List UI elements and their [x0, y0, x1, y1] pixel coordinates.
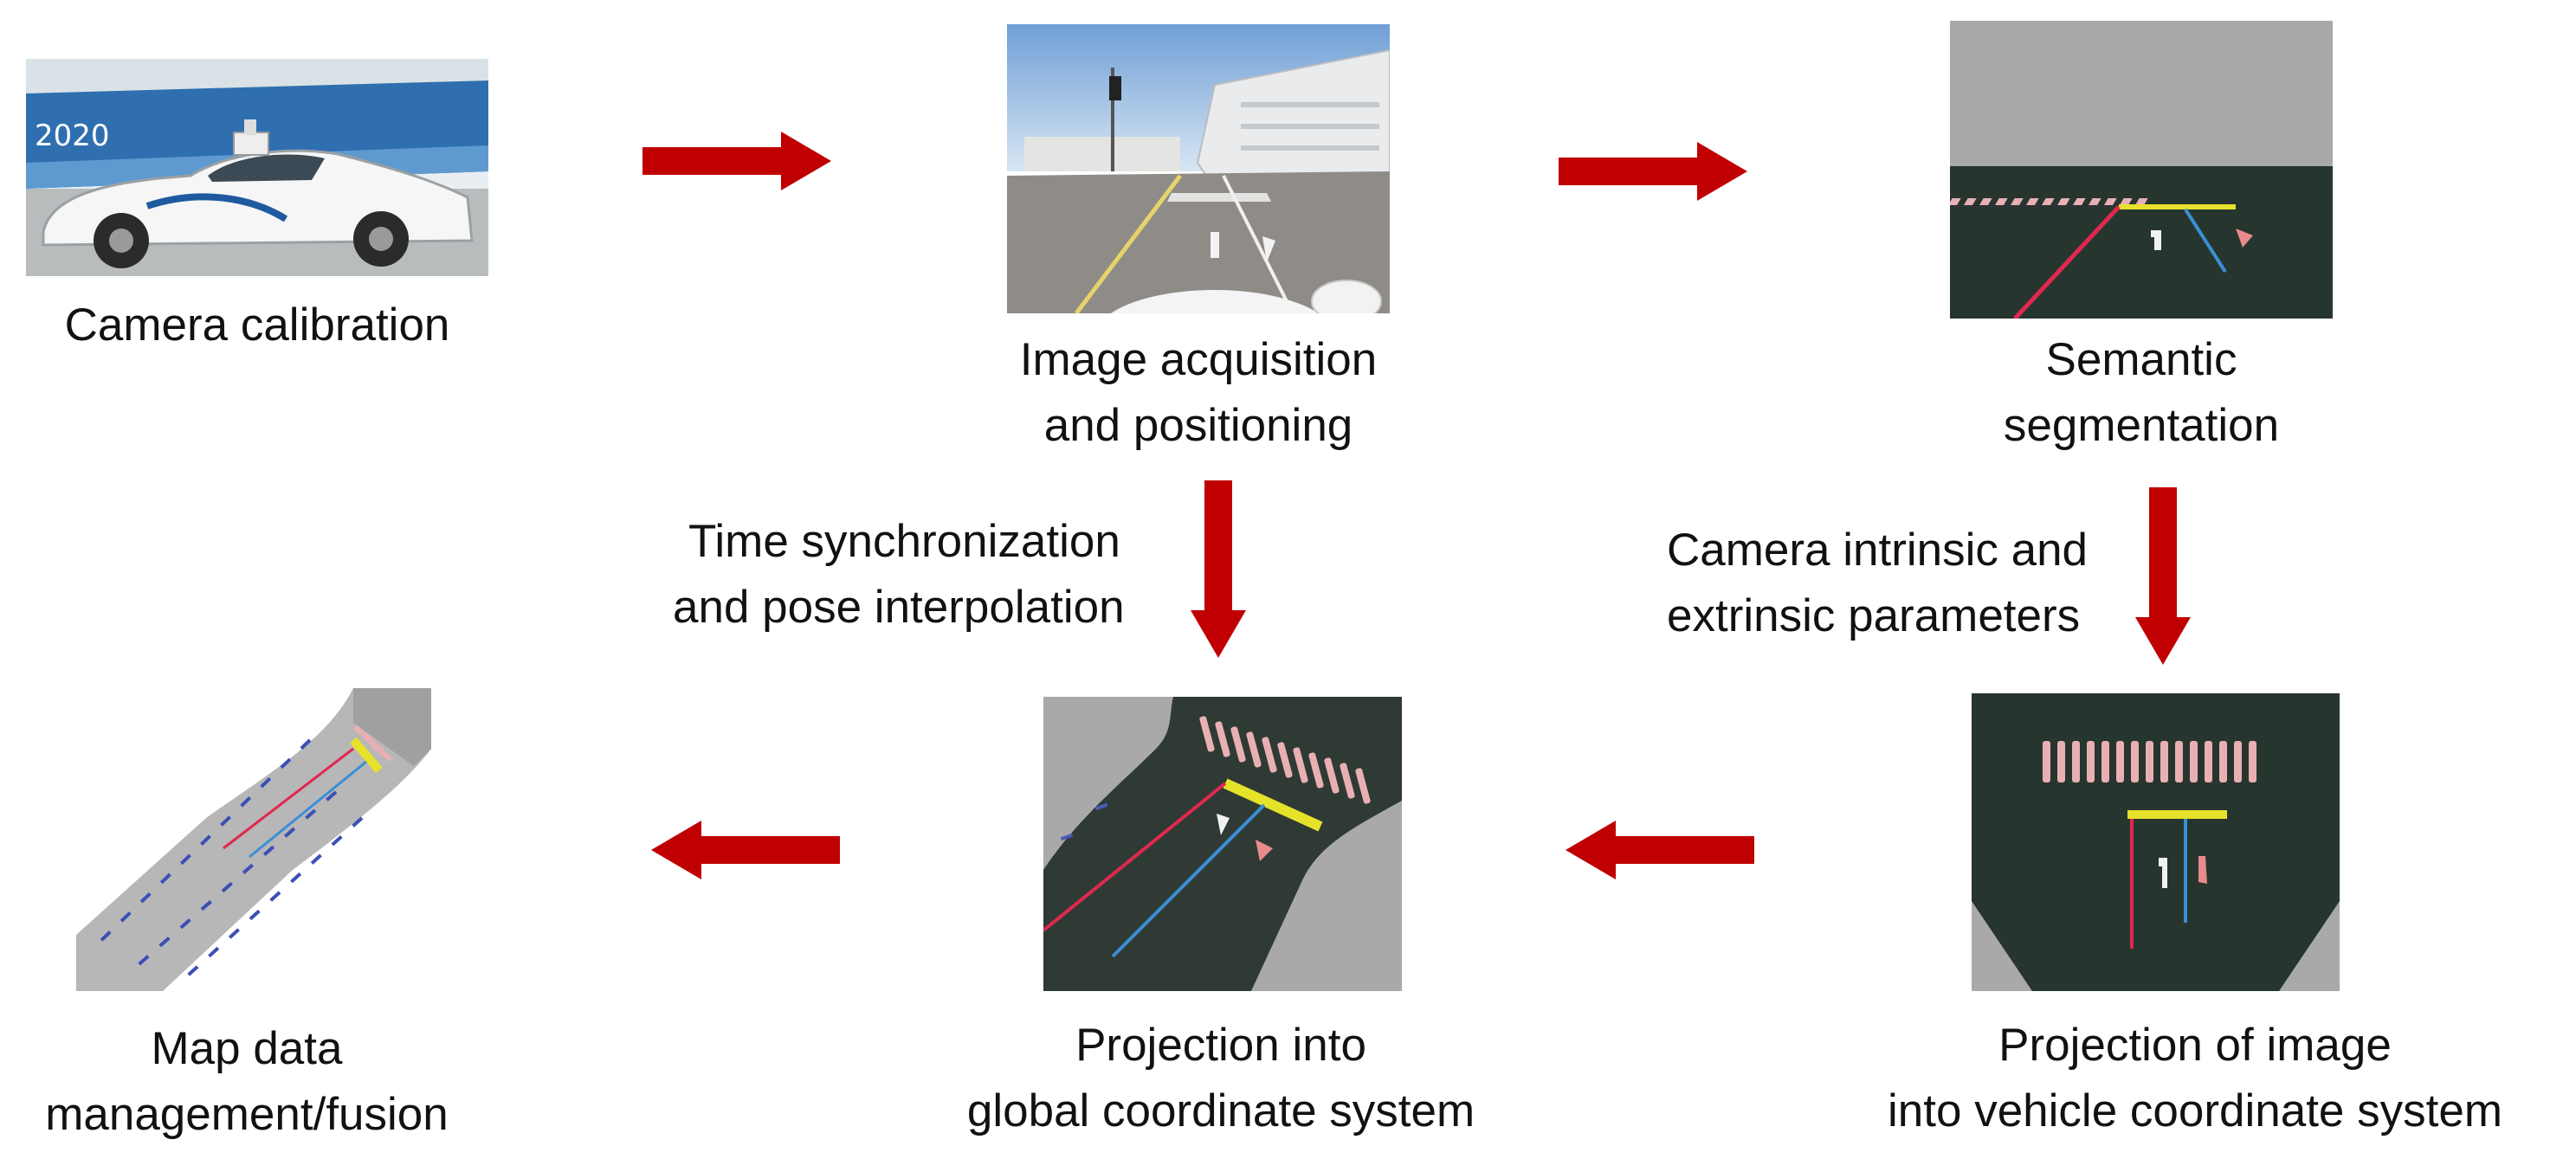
segmentation-mask-icon: [1950, 21, 2333, 319]
camera-params-label: Camera intrinsic and extrinsic parameter…: [1667, 525, 2089, 641]
vehicle-projection-image: [1972, 693, 2340, 991]
global-projection-image: [1043, 697, 1402, 991]
arrow-vehicle-to-global-projection: [1566, 821, 1754, 879]
time-sync-label: Time synchronization and pose interpolat…: [673, 516, 1125, 633]
map-fusion-label: Map data management/fusion: [45, 1023, 449, 1140]
vehicle-frame-projection-icon: [1972, 693, 2340, 991]
arrow-segmentation-to-vehicle-projection: [2135, 487, 2191, 665]
arrow-calibration-to-acquisition: [642, 132, 831, 190]
camera-calibration-label: Camera calibration: [64, 299, 450, 351]
svg-text:2020: 2020: [35, 119, 110, 153]
road-photo-icon: [1007, 24, 1390, 313]
image-acquisition-label: Image acquisition and positioning: [1019, 334, 1378, 451]
semantic-segmentation-image: [1950, 21, 2333, 319]
image-acquisition-image: [1007, 24, 1390, 313]
arrow-acquisition-to-global-projection: [1191, 480, 1246, 658]
arrow-global-projection-to-map-fusion: [651, 821, 840, 879]
vehicle-projection-label: Projection of image into vehicle coordin…: [1888, 1020, 2502, 1136]
map-fusion-image: [76, 688, 431, 991]
global-frame-projection-icon: [1043, 697, 1402, 991]
global-projection-label: Projection into global coordinate system: [966, 1020, 1475, 1136]
fused-map-icon: [76, 688, 431, 991]
car-photo-icon: 2020: [26, 59, 488, 276]
semantic-segmentation-label: Semantic segmentation: [2003, 334, 2280, 451]
camera-calibration-image: 2020: [26, 59, 488, 276]
arrow-acquisition-to-segmentation: [1559, 142, 1747, 201]
